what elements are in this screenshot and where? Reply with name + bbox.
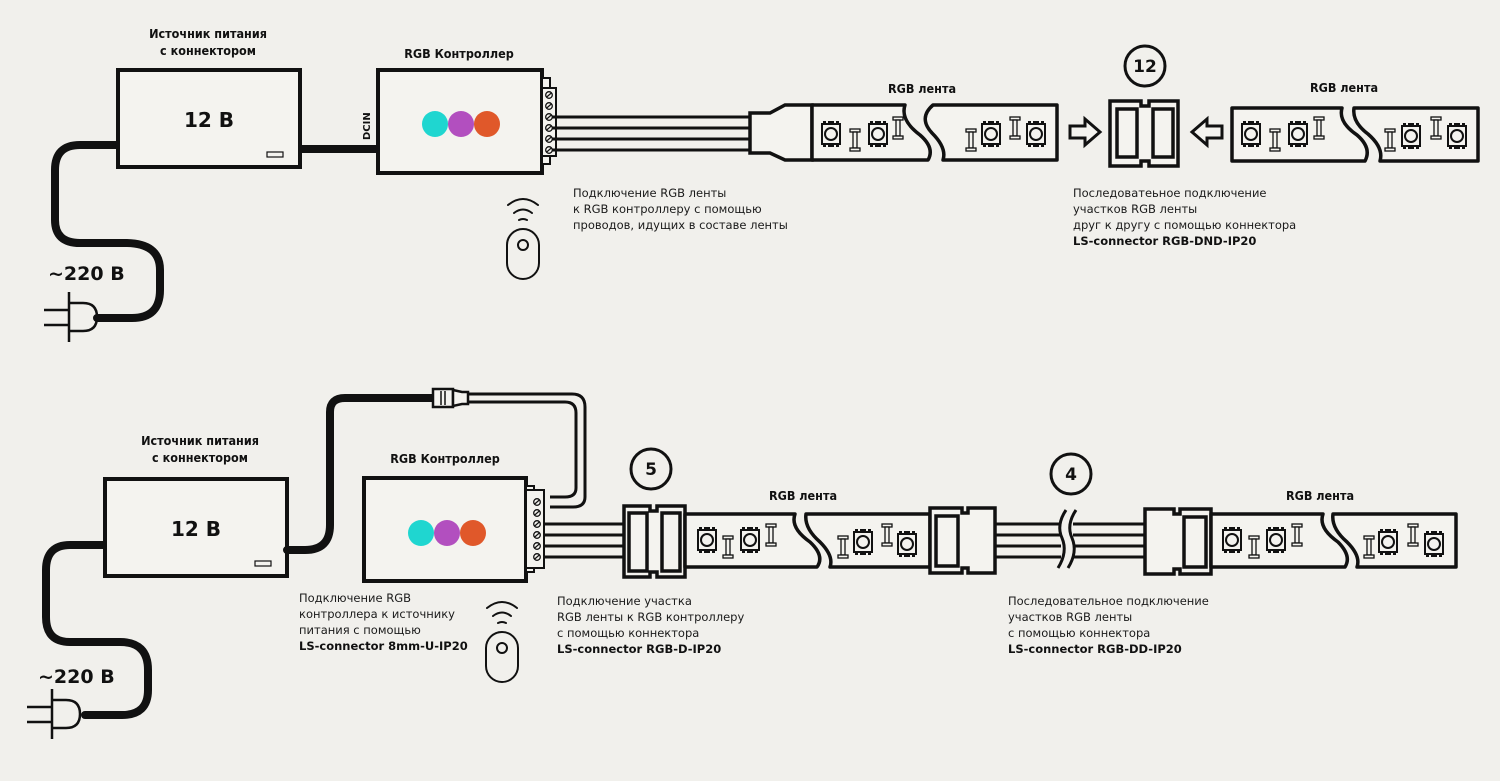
svg-text:к RGB контроллеру с помощью: к RGB контроллеру с помощью bbox=[573, 202, 762, 216]
svg-text:с помощью коннектора: с помощью коннектора bbox=[1008, 626, 1150, 640]
svg-text:RGB ленты к RGB контроллеру: RGB ленты к RGB контроллеру bbox=[557, 610, 744, 624]
plug-icon bbox=[42, 290, 99, 344]
note-wires: Подключение RGB ленты к RGB контроллеру … bbox=[573, 186, 788, 232]
svg-text:LS-connector 8mm-U-IP20: LS-connector 8mm-U-IP20 bbox=[299, 639, 468, 653]
plug-icon bbox=[25, 687, 82, 741]
connector-8mm-u bbox=[431, 387, 470, 409]
connector-rgb-dd-left bbox=[928, 506, 997, 575]
svg-text:участков RGB ленты: участков RGB ленты bbox=[1073, 202, 1197, 216]
controller-title: RGB Контроллер bbox=[390, 451, 500, 466]
svg-text:Последоватеьное подключение: Последоватеьное подключение bbox=[1073, 186, 1267, 200]
power-supply-box bbox=[116, 68, 302, 169]
connector-rgb-d bbox=[622, 504, 687, 579]
extension-wires bbox=[995, 509, 1145, 569]
led-cyan-icon bbox=[408, 520, 434, 546]
psu-subtitle: с коннектором bbox=[152, 450, 248, 465]
svg-text:проводов, идущих в составе лен: проводов, идущих в составе ленты bbox=[573, 218, 788, 232]
badge-12: 12 bbox=[1133, 57, 1157, 77]
remote-control-icon bbox=[506, 198, 540, 280]
strip-2-title: RGB лента bbox=[1286, 488, 1354, 503]
led-cyan-icon bbox=[422, 111, 448, 137]
strip-wires bbox=[544, 522, 624, 559]
arrow-left-icon bbox=[1189, 115, 1224, 149]
note-strip: Подключение участка RGB ленты к RGB конт… bbox=[557, 594, 744, 656]
led-orange-icon bbox=[460, 520, 486, 546]
badge-5: 5 bbox=[645, 460, 657, 480]
svg-text:LS-connector RGB-DND-IP20: LS-connector RGB-DND-IP20 bbox=[1073, 234, 1256, 248]
svg-text:LS-connector RGB-DD-IP20: LS-connector RGB-DD-IP20 bbox=[1008, 642, 1182, 656]
psu-title: Источник питания bbox=[149, 26, 267, 41]
psu-subtitle: с коннектором bbox=[160, 43, 256, 58]
svg-text:Подключение RGB ленты: Подключение RGB ленты bbox=[573, 186, 726, 200]
svg-text:Подключение участка: Подключение участка bbox=[557, 594, 692, 608]
svg-text:Последовательное подключение: Последовательное подключение bbox=[1008, 594, 1209, 608]
note-series: Последовательное подключение участков RG… bbox=[1008, 594, 1209, 656]
remote-control-icon bbox=[485, 601, 519, 683]
psu-indicator bbox=[254, 560, 272, 567]
svg-text:с помощью коннектора: с помощью коннектора bbox=[557, 626, 699, 640]
led-orange-icon bbox=[474, 111, 500, 137]
strip-wires bbox=[552, 115, 750, 152]
power-supply-box bbox=[103, 477, 289, 578]
quantity-badge bbox=[1123, 44, 1167, 88]
quantity-badge bbox=[1049, 452, 1093, 496]
psu-indicator bbox=[266, 151, 284, 158]
strip-end-cap bbox=[748, 103, 814, 162]
note-power: Подключение RGB контроллера к источнику … bbox=[299, 591, 468, 653]
mains-voltage-label: ~220 В bbox=[48, 263, 125, 285]
psu-title: Источник питания bbox=[141, 433, 259, 448]
svg-text:участков RGB ленты: участков RGB ленты bbox=[1008, 610, 1132, 624]
led-purple-icon bbox=[434, 520, 460, 546]
psu-voltage: 12 В bbox=[171, 517, 221, 541]
controller-title: RGB Контроллер bbox=[404, 46, 514, 61]
svg-text:питания с помощью: питания с помощью bbox=[299, 623, 421, 637]
svg-text:контроллера к источнику: контроллера к источнику bbox=[299, 607, 455, 621]
svg-text:Подключение RGB: Подключение RGB bbox=[299, 591, 411, 605]
strip-1-title: RGB лента bbox=[769, 488, 837, 503]
led-purple-icon bbox=[448, 111, 474, 137]
connector-rgb-dd-right bbox=[1143, 507, 1213, 576]
note-connector: Последоватеьное подключение участков RGB… bbox=[1073, 186, 1296, 248]
svg-text:друг к другу с помощью коннект: друг к другу с помощью коннектора bbox=[1073, 218, 1296, 232]
dc-cable bbox=[283, 394, 439, 554]
bottom-diagram: ~220 В Источник питания с коннектором 12… bbox=[25, 387, 1458, 741]
mains-cable bbox=[51, 141, 164, 322]
arrow-right-icon bbox=[1068, 115, 1103, 149]
top-diagram: ~220 В Источник питания с коннектором 12… bbox=[42, 26, 1480, 344]
mains-cable bbox=[42, 541, 152, 719]
badge-4: 4 bbox=[1065, 465, 1077, 485]
psu-voltage: 12 В bbox=[184, 108, 234, 132]
svg-text:LS-connector RGB-D-IP20: LS-connector RGB-D-IP20 bbox=[557, 642, 721, 656]
strip-1-title: RGB лента bbox=[888, 81, 956, 96]
connector-rgb-dnd bbox=[1108, 99, 1180, 168]
strip-2-title: RGB лента bbox=[1310, 80, 1378, 95]
dcin-label: DCIN bbox=[362, 112, 373, 140]
quantity-badge bbox=[629, 447, 673, 491]
mains-voltage-label: ~220 В bbox=[38, 666, 115, 688]
